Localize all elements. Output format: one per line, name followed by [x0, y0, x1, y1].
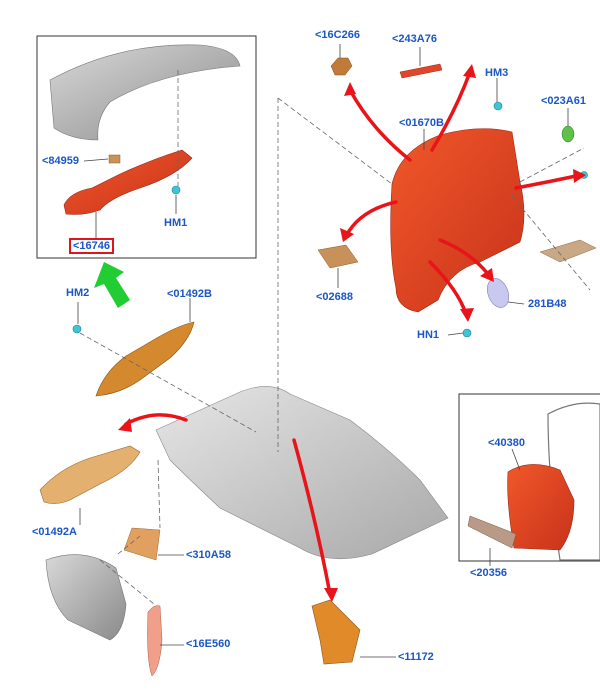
callout-hm3[interactable]: HM3 — [485, 67, 509, 79]
callout-16e560[interactable]: <16E560 — [186, 638, 231, 650]
part-023a61 — [561, 125, 575, 143]
clip-hm1 — [171, 185, 181, 195]
inset-box-top-left — [36, 35, 257, 259]
callout-hm2[interactable]: HM2 — [66, 287, 90, 299]
roof-panel — [49, 44, 241, 141]
part-243a76 — [399, 63, 443, 79]
green-arrow — [94, 262, 130, 308]
callout-16c266[interactable]: <16C266 — [315, 29, 360, 41]
part-40380 — [507, 464, 575, 551]
callout-hn1[interactable]: HN1 — [417, 329, 440, 341]
dashed-lines — [79, 70, 591, 605]
clip-hm2 — [72, 324, 82, 334]
callout-hm1[interactable]: HM1 — [164, 217, 188, 229]
part-16c266 — [330, 57, 353, 76]
callout-20356[interactable]: <20356 — [470, 567, 508, 579]
door-frame-grey — [547, 402, 600, 561]
leader-lines — [77, 44, 569, 658]
callout-11172[interactable]: <11172 — [398, 651, 434, 663]
callout-02688[interactable]: <02688 — [316, 291, 354, 303]
callout-16746[interactable]: <16746 — [69, 238, 115, 254]
clip-hn1 — [462, 328, 472, 338]
callout-84959[interactable]: <84959 — [42, 155, 80, 167]
roof-rail-part — [63, 149, 193, 215]
part-01492b — [95, 321, 195, 397]
callout-01670b[interactable]: <01670B — [399, 117, 444, 129]
part-84959 — [108, 154, 121, 164]
callout-40380[interactable]: <40380 — [488, 437, 526, 449]
part-16e560 — [147, 605, 163, 677]
part-310a58 — [123, 527, 161, 561]
part-281b48 — [486, 278, 510, 308]
callout-01492a[interactable]: <01492A — [32, 526, 77, 538]
part-20356 — [467, 515, 517, 549]
clip-hm3 — [493, 101, 503, 111]
fender-panel — [45, 554, 127, 641]
callout-243a76[interactable]: <243A76 — [392, 33, 437, 45]
red-arrowheads — [118, 64, 586, 602]
inset-box-right — [458, 393, 600, 562]
callout-310a58[interactable]: <310A58 — [186, 549, 231, 561]
callout-281b48[interactable]: 281B48 — [528, 298, 567, 310]
part-01492a — [39, 445, 141, 504]
part-02688 — [317, 244, 359, 269]
callout-01492b[interactable]: <01492B — [167, 288, 212, 300]
callout-023a61[interactable]: <023A61 — [541, 95, 586, 107]
part-11172 — [311, 599, 361, 665]
red-arrows — [124, 70, 578, 596]
part-right-panel — [539, 239, 597, 263]
